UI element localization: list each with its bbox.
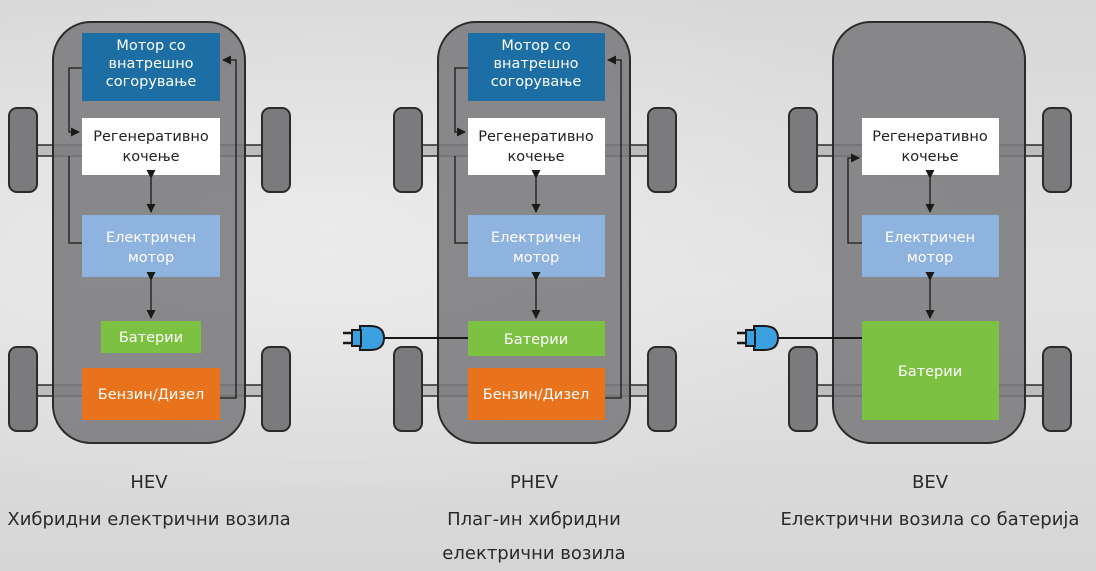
wheel-rear-right [1042, 346, 1072, 432]
fuel-label: Бензин/Дизел [483, 387, 590, 403]
wheel-rear-left [393, 346, 423, 432]
battery-box [468, 321, 605, 356]
wheel-front-right [647, 107, 677, 193]
car-subtitle-line-2: електрични возила [442, 543, 625, 564]
wheel-front-left [8, 107, 38, 193]
wheel-rear-right [647, 346, 677, 432]
battery-label: Батерии [504, 332, 568, 348]
flow-arrows [847, 153, 935, 319]
car-title: HEV [130, 472, 168, 493]
motor-box [862, 215, 999, 277]
flow-arrows [68, 55, 237, 399]
battery-box [862, 321, 999, 420]
fuel-box [82, 368, 220, 420]
motor-box [468, 215, 605, 277]
plug-icon [343, 325, 468, 351]
car-title: PHEV [510, 472, 559, 493]
fuel-box [468, 368, 605, 420]
regen-box [82, 118, 220, 175]
motor-box [82, 215, 220, 277]
wheel-front-right [1042, 107, 1072, 193]
battery-label: Батерии [898, 364, 962, 380]
car-title: BEV [912, 472, 949, 493]
battery-box [101, 321, 201, 353]
car-subtitle-line-1: Плаг-ин хибридни [447, 509, 621, 530]
regen-box [862, 118, 999, 175]
regen-box [468, 118, 605, 175]
wheel-front-right [261, 107, 291, 193]
flow-arrows [454, 55, 622, 399]
wheel-rear-left [8, 346, 38, 432]
car-subtitle: Електрични возила со батерија [781, 509, 1080, 530]
fuel-label: Бензин/Дизел [98, 387, 205, 403]
car-subtitle: Хибридни електрични возила [7, 509, 290, 530]
wheel-rear-left [788, 346, 818, 432]
battery-label: Батерии [119, 330, 183, 346]
engine-box [82, 33, 220, 101]
plug-icon [737, 325, 862, 351]
engine-box [468, 33, 605, 101]
wheel-rear-right [261, 346, 291, 432]
wheel-front-left [788, 107, 818, 193]
wheel-front-left [393, 107, 423, 193]
